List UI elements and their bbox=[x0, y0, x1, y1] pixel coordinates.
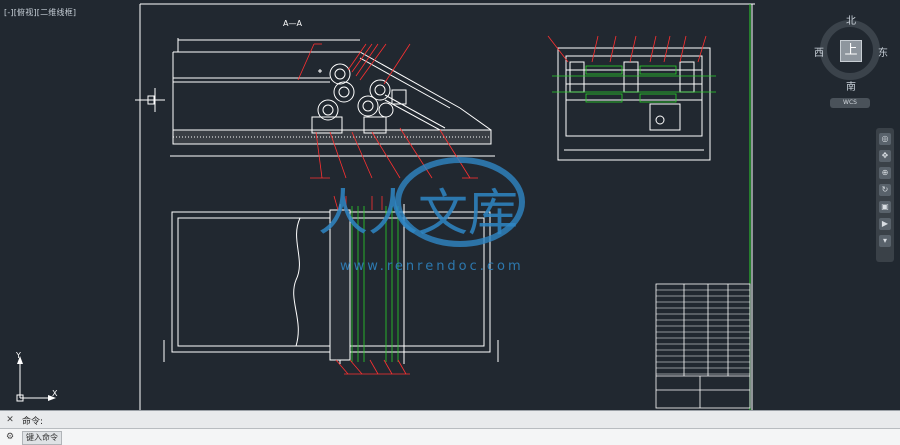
section-label: A—A bbox=[283, 19, 302, 28]
side-view bbox=[135, 38, 495, 157]
pan-icon[interactable]: ✥ bbox=[879, 150, 891, 162]
close-icon[interactable]: ✕ bbox=[6, 415, 14, 425]
ucs-y-label: Y bbox=[15, 352, 21, 360]
command-history-text: 命令: bbox=[22, 417, 44, 427]
zoom-extents-icon[interactable]: ▣ bbox=[879, 201, 891, 213]
viewport-controls-label[interactable]: [-][俯视][二维线框] bbox=[4, 8, 77, 17]
wrench-icon[interactable]: ⚙ bbox=[5, 432, 15, 442]
title-block-rows bbox=[656, 289, 750, 375]
ucs-icon: Y X bbox=[15, 352, 58, 402]
orbit-icon[interactable]: ↻ bbox=[879, 184, 891, 196]
end-view bbox=[557, 47, 711, 161]
showmotion-icon[interactable]: ▶ bbox=[879, 218, 891, 230]
command-history: ✕ 命令: bbox=[0, 410, 900, 429]
side-view-leaders bbox=[297, 43, 478, 179]
command-line[interactable]: ⚙ 键入命令 bbox=[0, 428, 900, 445]
viewcube-top-face[interactable]: 上 bbox=[840, 40, 862, 62]
viewcube[interactable]: 上 北 南 东 西 WCS bbox=[814, 12, 890, 108]
compass-west[interactable]: 西 bbox=[814, 48, 824, 59]
navbar-menu-icon[interactable]: ▾ bbox=[879, 235, 891, 247]
compass-ring[interactable] bbox=[820, 20, 880, 80]
ucs-x-label: X bbox=[52, 389, 58, 398]
drawing-canvas[interactable]: A—A bbox=[0, 0, 900, 410]
top-view-shafts bbox=[351, 206, 399, 362]
title-block bbox=[655, 283, 751, 409]
top-view-leaders bbox=[333, 195, 410, 375]
zoom-icon[interactable]: ⊕ bbox=[879, 167, 891, 179]
navigation-bar[interactable]: ◎ ✥ ⊕ ↻ ▣ ▶ ▾ bbox=[876, 128, 894, 262]
top-view bbox=[163, 204, 499, 364]
steering-wheel-icon[interactable]: ◎ bbox=[879, 133, 891, 145]
compass-south[interactable]: 南 bbox=[846, 82, 856, 93]
compass-east[interactable]: 东 bbox=[878, 48, 888, 59]
command-input[interactable] bbox=[52, 431, 352, 443]
end-view-shafts bbox=[552, 65, 716, 103]
end-view-leaders bbox=[547, 35, 707, 63]
compass-north[interactable]: 北 bbox=[846, 16, 856, 27]
wcs-menu[interactable]: WCS bbox=[830, 98, 870, 108]
